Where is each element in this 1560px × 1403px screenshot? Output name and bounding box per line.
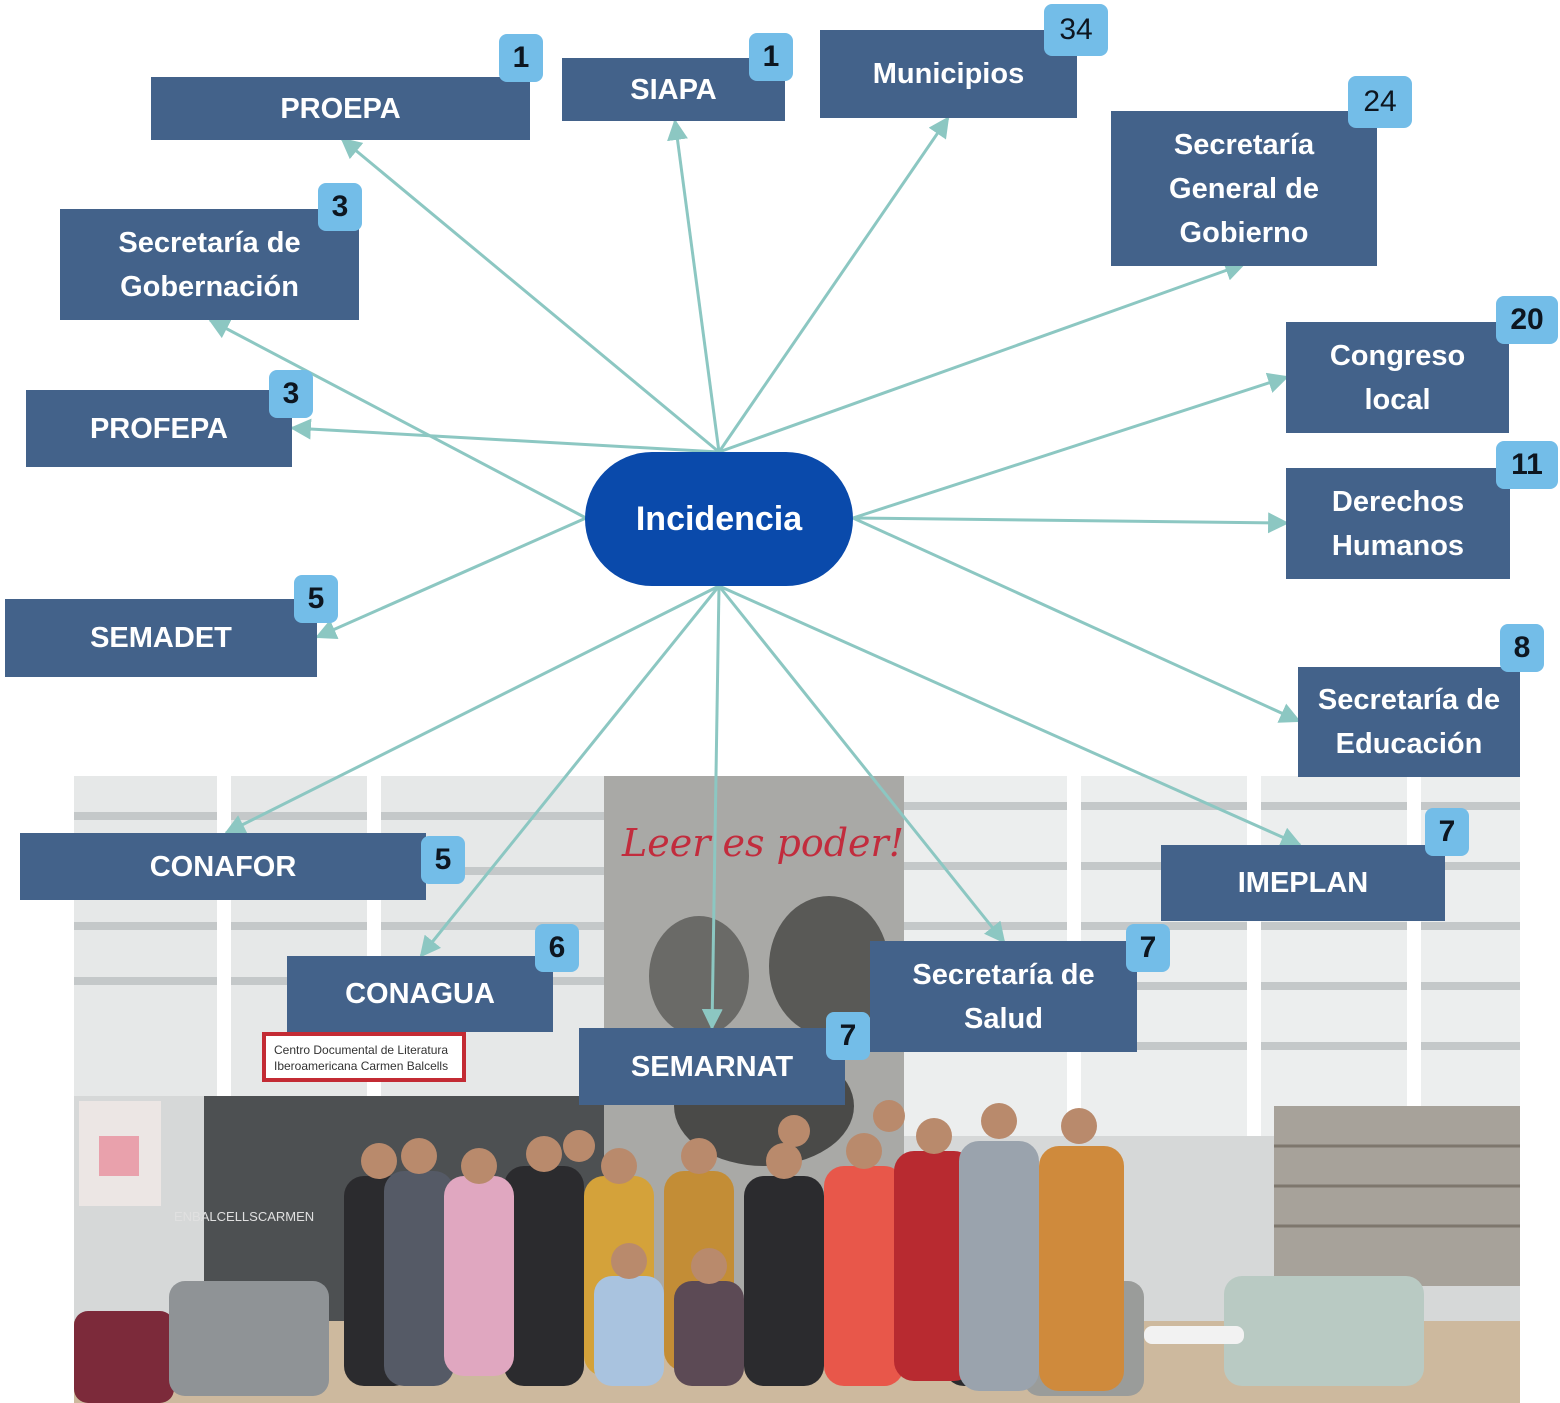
count-badge-congreso: 20: [1496, 296, 1558, 344]
arrow-imeplan: [718, 584, 1302, 847]
count-badge-conafor: 5: [421, 836, 465, 884]
node-secretaria-general-de-gobierno[interactable]: Secretaría General de Gobierno: [1111, 111, 1377, 266]
node-secretaria-de-educacion[interactable]: Secretaría de Educación: [1298, 667, 1520, 777]
count-badge-proepa: 1: [499, 34, 543, 82]
count-badge-gobernacion: 3: [318, 183, 362, 231]
svg-text:Leer es poder!: Leer es poder!: [621, 821, 904, 865]
node-semarnat[interactable]: SEMARNAT: [579, 1028, 845, 1105]
center-node-incidencia[interactable]: Incidencia: [585, 452, 853, 586]
node-label: Congreso local: [1329, 339, 1466, 416]
count-badge-semarnat: 7: [826, 1012, 870, 1060]
arrow-municipios: [717, 116, 950, 453]
node-label: SIAPA: [630, 73, 717, 106]
count-badge-siapa: 1: [749, 33, 793, 81]
svg-text:Iberoamericana Carmen Balcells: Iberoamericana Carmen Balcells: [274, 1059, 448, 1073]
node-label: SEMARNAT: [630, 1050, 794, 1083]
count-badge-conagua: 6: [535, 924, 579, 972]
arrow-semadet: [315, 516, 587, 639]
library-sign: Centro Documental de Literatura Iberoame…: [262, 1032, 466, 1082]
node-conafor[interactable]: CONAFOR: [20, 833, 426, 900]
arrow-conafor: [224, 584, 720, 835]
node-label: IMEPLAN: [1237, 867, 1369, 899]
arrow-sgg: [718, 260, 1246, 454]
arrow-salud: [717, 585, 1006, 944]
node-conagua[interactable]: CONAGUA: [287, 956, 553, 1032]
arrow-semarnat: [701, 585, 723, 1031]
node-siapa[interactable]: SIAPA: [562, 58, 785, 121]
count-badge-educacion: 8: [1500, 624, 1544, 672]
arrow-profepa: [289, 418, 720, 454]
arrow-congreso: [852, 372, 1289, 520]
count-badge-imeplan: 7: [1425, 808, 1469, 856]
node-label: CONAFOR: [149, 850, 297, 883]
svg-text:Centro Documental de Literatur: Centro Documental de Literatura: [274, 1043, 448, 1057]
count-badge-municipios: 34: [1044, 4, 1108, 56]
people-group: [344, 1100, 1124, 1391]
arrow-educacion: [852, 516, 1301, 723]
node-imeplan[interactable]: IMEPLAN: [1161, 845, 1445, 921]
arrow-gobernacion: [208, 318, 587, 520]
node-label: Secretaría de Salud: [912, 958, 1095, 1035]
arrow-ddhh: [852, 512, 1290, 534]
count-badge-sgg: 24: [1348, 76, 1412, 128]
node-label: SEMADET: [90, 622, 232, 654]
node-label: CONAGUA: [345, 978, 495, 1010]
arrow-conagua: [419, 585, 721, 958]
arrow-proepa: [340, 137, 720, 454]
node-label: PROEPA: [280, 92, 401, 125]
count-badge-semadet: 5: [294, 575, 338, 623]
node-label: Secretaría de Educación: [1317, 684, 1501, 760]
node-congreso-local[interactable]: Congreso local: [1286, 322, 1509, 433]
node-secretaria-de-gobernacion[interactable]: Secretaría de Gobernación: [60, 209, 359, 320]
node-label: Derechos Humanos: [1331, 485, 1465, 562]
node-semadet[interactable]: SEMADET: [5, 599, 317, 677]
center-label: Incidencia: [635, 499, 803, 538]
count-badge-profepa: 3: [269, 370, 313, 418]
svg-text:ENBALCELLSCARMEN: ENBALCELLSCARMEN: [174, 1209, 314, 1224]
node-label: Municipios: [872, 58, 1025, 90]
node-secretaria-de-salud[interactable]: Secretaría de Salud: [870, 941, 1137, 1052]
node-label: Secretaría General de Gobierno: [1169, 128, 1319, 249]
node-label: Secretaría de Gobernación: [118, 226, 301, 303]
arrow-siapa: [667, 118, 721, 453]
count-badge-salud: 7: [1126, 924, 1170, 972]
node-derechos-humanos[interactable]: Derechos Humanos: [1286, 468, 1510, 579]
node-municipios[interactable]: Municipios: [820, 30, 1077, 118]
count-badge-ddhh: 11: [1496, 441, 1558, 489]
node-label: PROFEPA: [89, 412, 229, 445]
node-proepa[interactable]: PROEPA: [151, 77, 530, 140]
node-profepa[interactable]: PROFEPA: [26, 390, 292, 467]
